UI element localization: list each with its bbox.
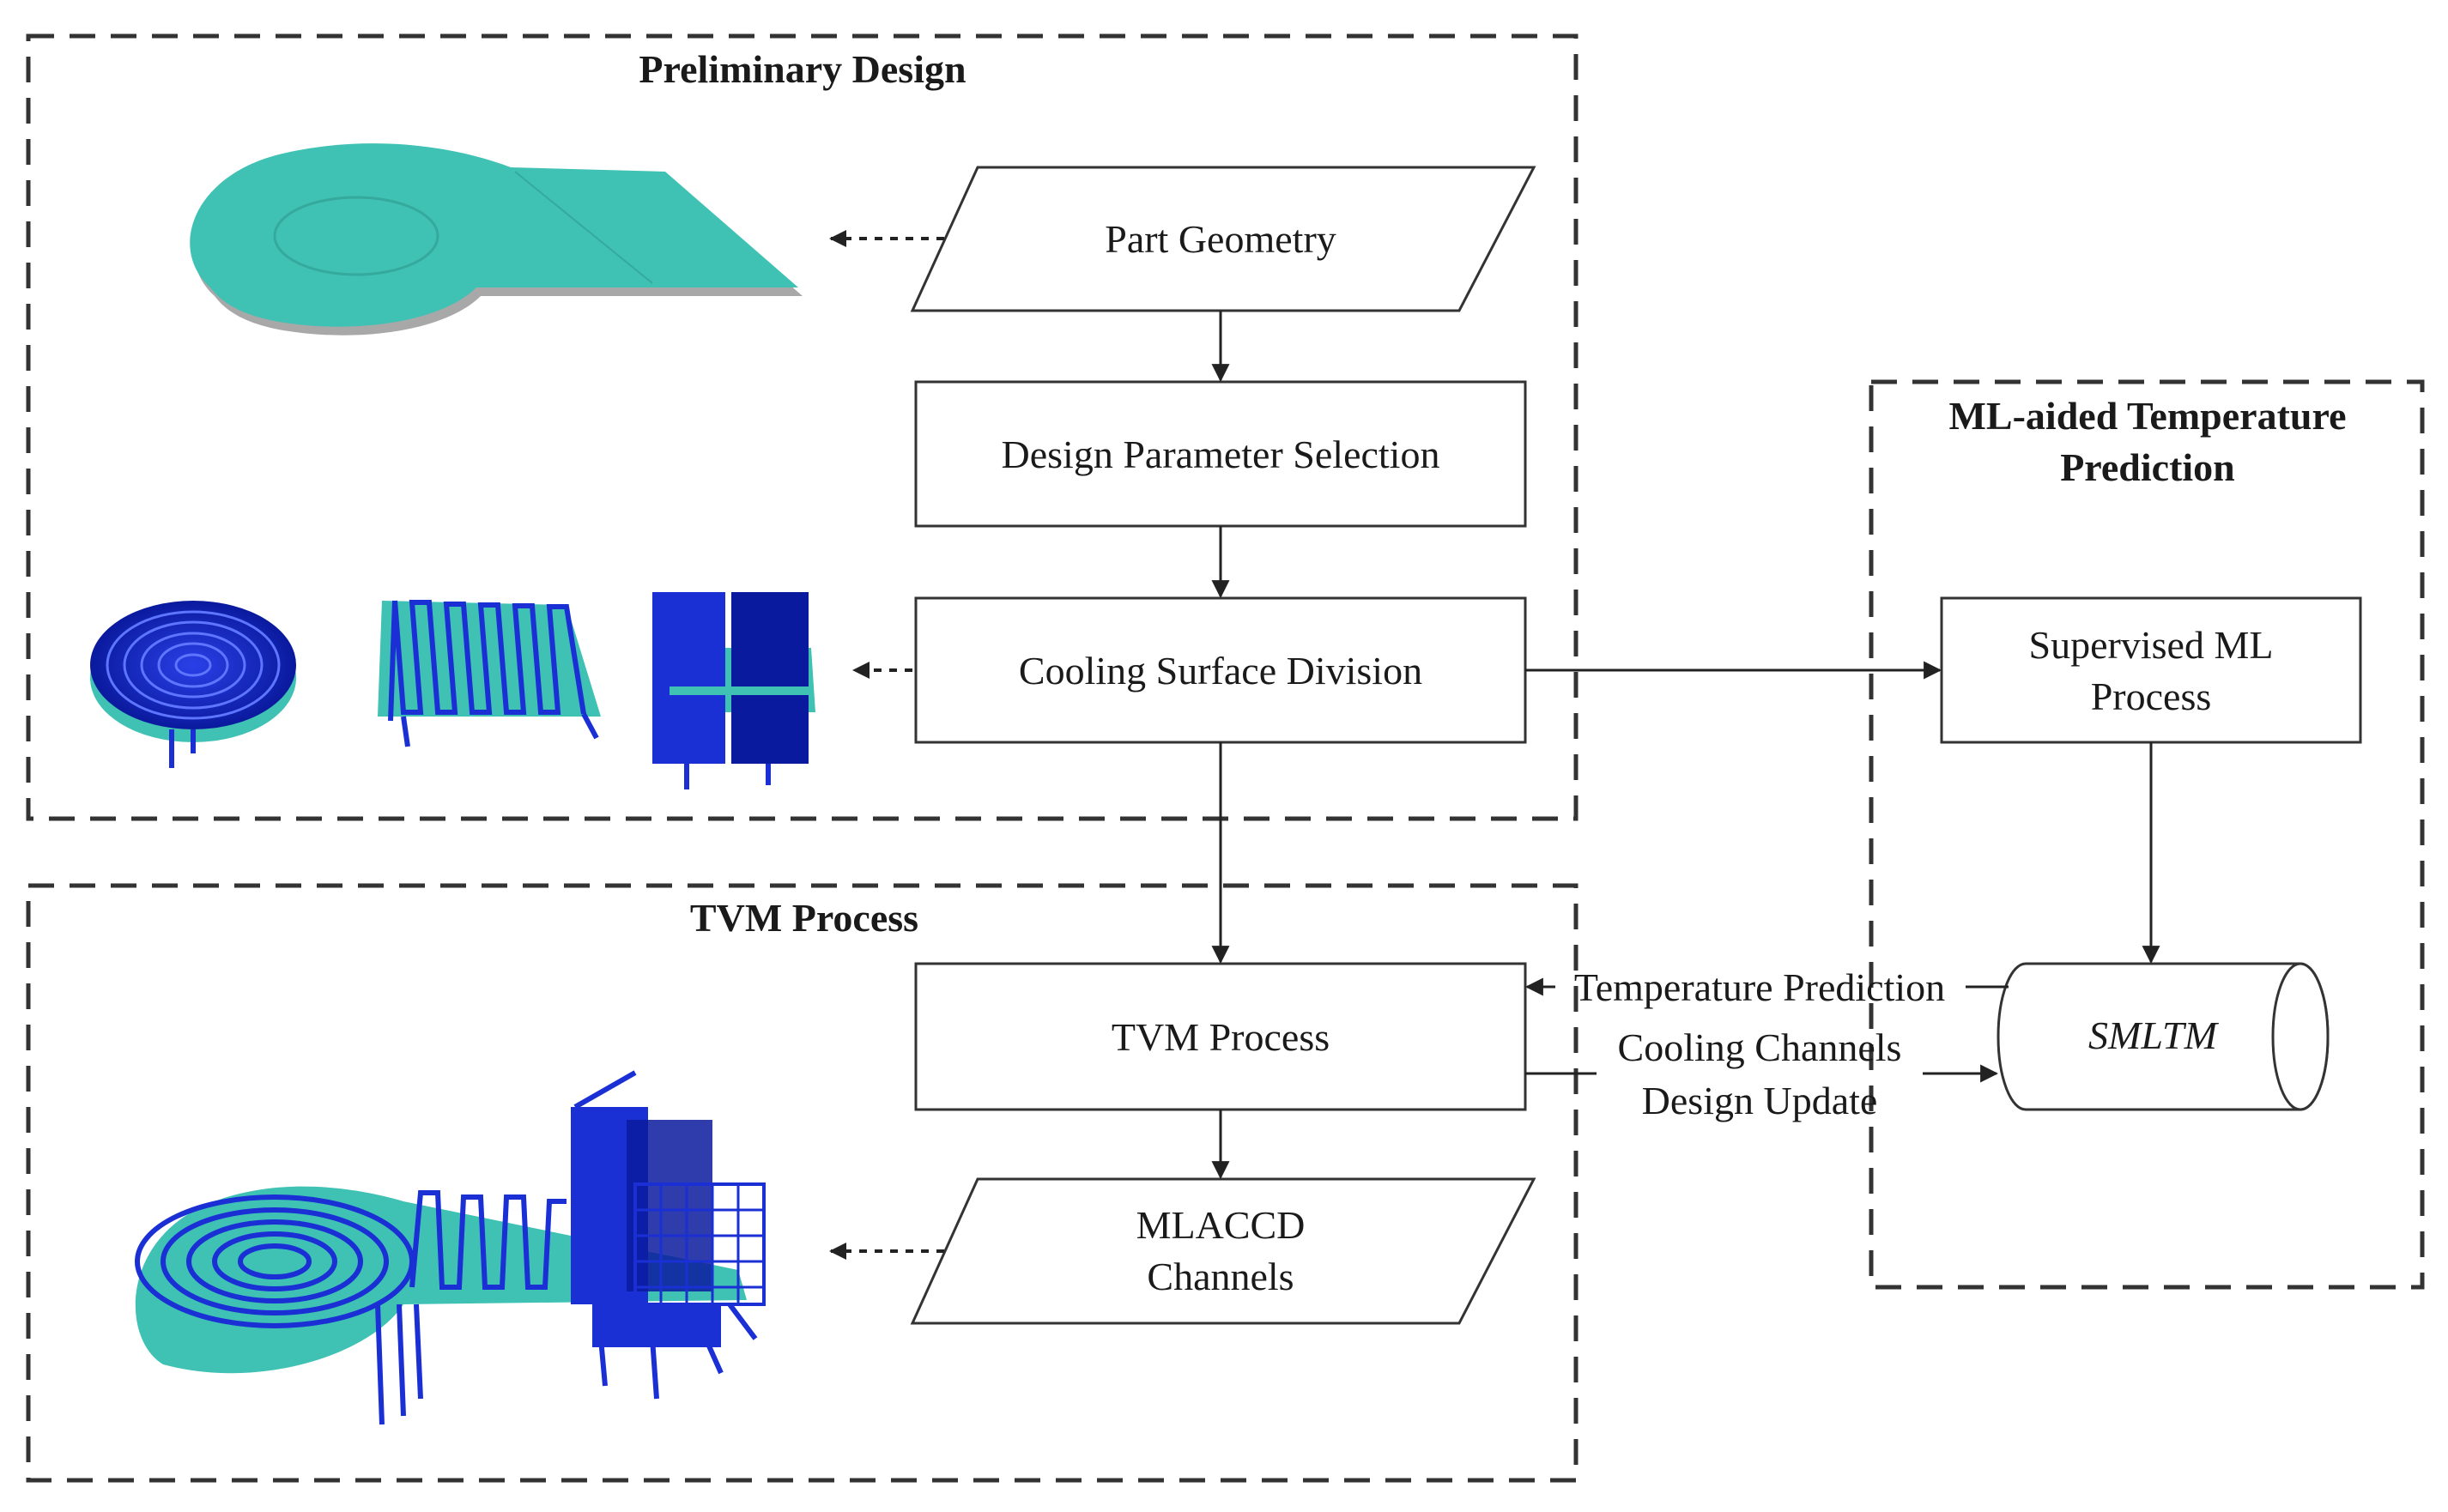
mlaccd-node <box>910 1177 1536 1325</box>
tvm-process-label: TVM Process <box>1112 1015 1330 1059</box>
part-geometry-node <box>910 166 1536 312</box>
part-geometry-label: Part Geometry <box>1105 217 1336 261</box>
temperature-prediction-label: Temperature Prediction <box>1574 965 1945 1009</box>
tvm-process-title: TVM Process <box>690 896 918 940</box>
serpentine-channel-illustration <box>378 600 601 747</box>
preliminary-design-frame <box>26 33 1578 821</box>
smltm-label: SMLTM <box>2088 1013 2220 1057</box>
mlaccd-channels-illustration <box>135 1070 766 1425</box>
supervised-ml-node <box>1940 596 2362 744</box>
mlaccd-label-2: Channels <box>1147 1255 1294 1298</box>
mlaccd-label-1: MLACCD <box>1136 1203 1306 1247</box>
ml-prediction-frame <box>1869 379 2425 1290</box>
supervised-ml-label-2: Process <box>2091 674 2212 718</box>
cooling-division-node <box>914 596 1527 744</box>
design-update-label-1: Cooling Channels <box>1618 1025 1902 1069</box>
design-parameter-node <box>914 380 1527 528</box>
ml-title-line2: Prediction <box>2060 445 2235 489</box>
tvm-process-node <box>914 962 1527 1111</box>
cooling-division-label: Cooling Surface Division <box>1019 649 1422 692</box>
part-geometry-illustration <box>190 143 803 336</box>
design-parameter-label: Design Parameter Selection <box>1002 432 1440 476</box>
design-update-label-2: Design Update <box>1642 1079 1878 1122</box>
spiral-channel-illustration <box>90 601 296 768</box>
supervised-ml-label-1: Supervised ML <box>2029 623 2274 667</box>
smltm-node <box>1997 962 2330 1111</box>
ml-title-line1: ML-aided Temperature <box>1949 394 2347 438</box>
preliminary-design-title: Preliminary Design <box>639 47 966 91</box>
block-channel-illustration <box>652 592 815 789</box>
